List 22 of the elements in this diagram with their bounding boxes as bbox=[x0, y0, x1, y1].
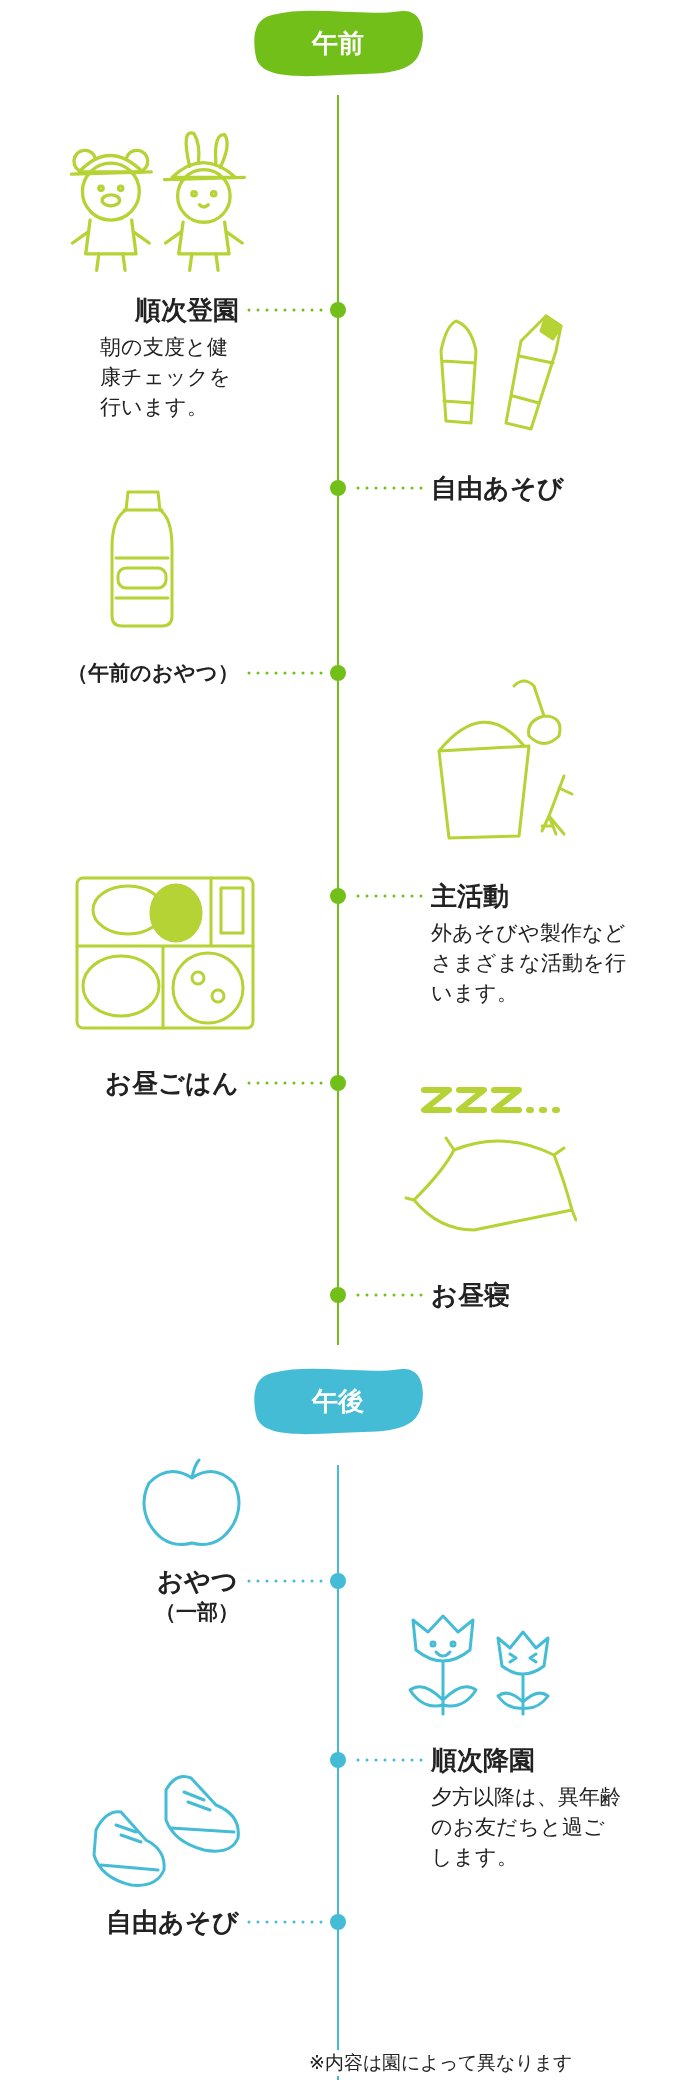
timeline-dot bbox=[330, 1914, 346, 1930]
event-description: 外あそびや製作などさまざまな活動を行います。 bbox=[431, 920, 627, 1007]
event-title: 自由あそび bbox=[431, 472, 564, 504]
event-title: おやつ bbox=[156, 1565, 238, 1597]
event-title: お昼寝 bbox=[431, 1279, 510, 1311]
event-title: 主活動 bbox=[431, 880, 509, 912]
event-title: 順次登園 bbox=[135, 294, 239, 326]
event-description: 朝の支度と健康チェックを行います。 bbox=[100, 334, 233, 421]
event-title: 順次降園 bbox=[431, 1744, 535, 1776]
timeline-dot bbox=[330, 665, 346, 681]
timeline-dot bbox=[330, 1287, 346, 1303]
timeline-dot bbox=[330, 1752, 346, 1768]
event-title: お昼ごはん bbox=[105, 1067, 239, 1099]
event-description: 夕方以降は、異年齢のお友だちと過ごします。 bbox=[431, 1784, 622, 1871]
event-note: （午前のおやつ） bbox=[67, 660, 239, 687]
timeline-dot bbox=[330, 888, 346, 904]
timeline-dot bbox=[330, 480, 346, 496]
timeline-dot bbox=[330, 1075, 346, 1091]
timeline-dot bbox=[330, 302, 346, 318]
timeline-dot bbox=[330, 1573, 346, 1589]
event-title: 自由あそび bbox=[106, 1906, 239, 1938]
event-note: （一部） bbox=[155, 1599, 239, 1626]
